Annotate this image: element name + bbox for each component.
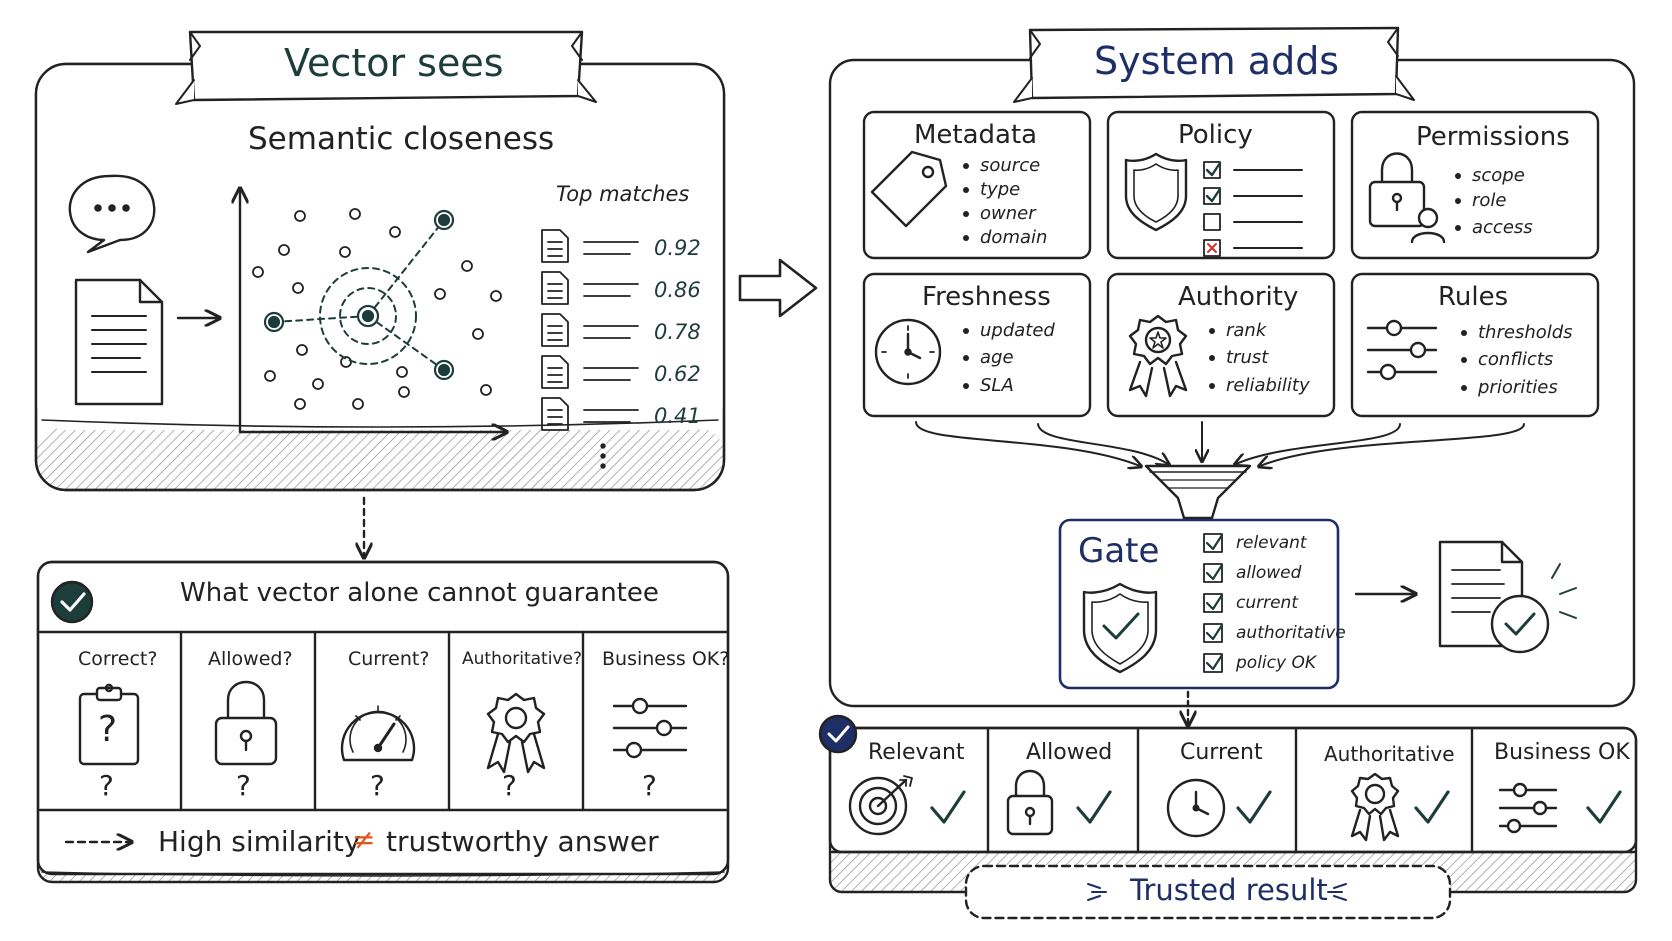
top-matches-label: Top matches [556,182,690,206]
lock-user-icon [1368,152,1446,244]
award-ribbon-icon-question [486,692,546,774]
gate-title: Gate [1078,531,1160,571]
card-title-metadata: Metadata [914,120,1038,150]
teal-check-badge-icon [50,580,94,624]
card-item: access [1472,217,1533,238]
gauge-icon [340,705,416,762]
clipboard-question-mark: ? [98,709,118,750]
gate-check-label: allowed [1236,563,1302,583]
card-item: type [980,179,1021,200]
result-label: Business OK [1494,740,1630,765]
clipboard-question-icon [78,683,140,766]
card-title-permissions: Permissions [1416,122,1570,152]
result-label: Current [1180,740,1263,765]
tag-icon [870,150,948,228]
gate-check-label: authoritative [1236,623,1346,643]
card-item: thresholds [1478,322,1573,343]
card-item: conflicts [1478,349,1554,370]
match-score: 0.78 [654,320,701,344]
card-item: updated [980,320,1055,341]
result-label: Authoritative [1324,742,1455,766]
card-title-policy: Policy [1178,120,1253,150]
vector-sees-banner [175,30,597,105]
question-label: Current? [348,648,430,670]
match-score: 0.41 [654,404,701,428]
trusted-result-pill [964,864,1452,920]
question-mark: ? [99,769,114,802]
clock-icon-result [1166,778,1226,838]
verified-document-icon [1438,540,1577,654]
match-score: 0.62 [654,362,701,386]
gate-check-label: policy OK [1236,653,1316,673]
funnel-icon [1144,464,1252,520]
card-item: SLA [980,375,1014,396]
chat-bubble-icon [68,174,156,254]
gate-box [1058,518,1340,690]
card-item: scope [1472,165,1525,186]
card-item: source [980,155,1041,176]
card-item: owner [980,203,1036,224]
card-bullets [963,163,1467,391]
card-item: rank [1226,320,1267,341]
trusted-result-label: Trusted result [1130,873,1328,907]
card-title-rules: Rules [1438,282,1509,312]
question-mark: ? [370,769,385,802]
card-item: role [1472,190,1507,211]
clock-icon-card [874,318,942,386]
result-checkmarks [930,790,1622,824]
award-ribbon-icon-result [1350,772,1400,842]
card-item: domain [980,227,1048,248]
question-label: Correct? [78,648,158,670]
question-label: Business OK? [602,648,730,670]
footer-high-similarity: High similarity [158,825,361,858]
question-mark: ? [502,769,517,802]
card-item: trust [1226,347,1269,368]
converging-arrows [915,421,1525,466]
navy-check-badge-icon [818,714,858,754]
gate-shield-icon [1082,582,1158,674]
sliders-icon-card [1366,319,1438,381]
system-adds-banner [1013,26,1415,103]
shield-checklist-icon [1124,152,1303,257]
system-adds-title: System adds [1094,39,1340,83]
guarantee-heading: What vector alone cannot guarantee [180,578,659,608]
guarantee-panel [36,560,730,884]
big-right-arrow [738,258,818,318]
card-title-authority: Authority [1178,282,1299,312]
vector-sees-panel [34,62,726,492]
sliders-icon-question [612,697,688,759]
question-label: Allowed? [208,648,293,670]
sliders-icon-result [1498,782,1558,834]
card-frames [862,110,1600,418]
card-item: age [980,347,1014,368]
card-item: priorities [1478,377,1558,398]
top-match-docs [541,229,639,469]
not-equal-symbol: ≠ [352,823,376,856]
card-item: reliability [1226,375,1310,396]
question-mark: ? [642,769,657,802]
document-icon [74,278,164,406]
embedding-plot [240,190,505,432]
question-label: Authoritative? [462,649,582,669]
gate-checkboxes [1203,533,1224,673]
question-mark: ? [236,769,251,802]
result-label: Relevant [868,740,965,765]
padlock-icon-result [1006,769,1054,836]
footer-trustworthy-answer: trustworthy answer [386,825,659,858]
match-score: 0.92 [654,236,701,260]
match-score: 0.86 [654,278,701,302]
semantic-closeness-heading: Semantic closeness [248,121,555,157]
gate-check-label: relevant [1236,533,1307,553]
target-icon [848,775,913,836]
padlock-icon-question [214,680,278,766]
gate-check-label: current [1236,593,1298,613]
result-label: Allowed [1026,740,1113,765]
card-title-freshness: Freshness [922,282,1051,312]
award-ribbon-icon-card [1128,314,1188,398]
vector-sees-title: Vector sees [284,41,504,85]
